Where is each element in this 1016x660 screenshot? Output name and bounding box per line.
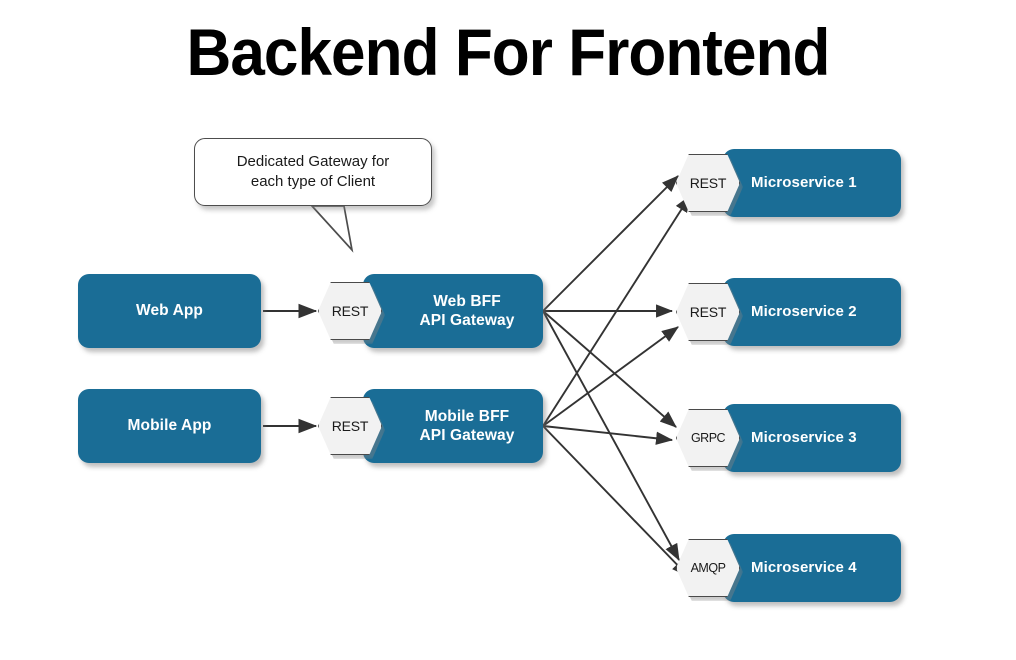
node-web-bff-line-1: Web BFF bbox=[433, 292, 501, 310]
node-web-app[interactable]: Web App bbox=[78, 274, 261, 348]
node-mobile-bff-line-2: API Gateway bbox=[419, 427, 515, 444]
node-mobile-app-label: Mobile App bbox=[127, 417, 212, 435]
callout-bubble: Dedicated Gateway for each type of Clien… bbox=[194, 138, 432, 206]
rest-hexagon-ms1-label: REST bbox=[689, 175, 727, 191]
node-microservice-1[interactable]: Microservice 1 bbox=[723, 149, 901, 217]
rest-hexagon-ms2[interactable]: REST bbox=[676, 283, 740, 341]
node-web-bff-gateway[interactable]: Web BFF API Gateway bbox=[363, 274, 543, 348]
edge-web-bff-to-ms3 bbox=[542, 310, 677, 428]
edge-web-bff-to-ms4 bbox=[542, 310, 680, 562]
node-microservice-4[interactable]: Microservice 4 bbox=[723, 534, 901, 602]
node-microservice-4-label: Microservice 4 bbox=[751, 558, 857, 576]
edge-mobile-bff-to-ms4 bbox=[542, 425, 689, 577]
node-mobile-app[interactable]: Mobile App bbox=[78, 389, 261, 463]
edge-mobile-bff-to-ms2 bbox=[542, 326, 679, 427]
rest-hexagon-ms1[interactable]: REST bbox=[676, 154, 740, 212]
rest-hexagon-web-bff-label: REST bbox=[331, 303, 369, 319]
node-mobile-bff-label: Mobile BFF API Gateway bbox=[419, 407, 514, 446]
page-title: Backend For Frontend bbox=[186, 15, 830, 89]
grpc-hexagon-ms3-label: GRPC bbox=[690, 431, 726, 445]
node-web-app-label: Web App bbox=[136, 302, 203, 320]
node-microservice-3[interactable]: Microservice 3 bbox=[723, 404, 901, 472]
rest-hexagon-mobile-bff[interactable]: REST bbox=[318, 397, 382, 455]
node-mobile-bff-line-1: Mobile BFF bbox=[424, 407, 510, 425]
edge-web-bff-to-ms1 bbox=[542, 175, 679, 312]
rest-hexagon-mobile-bff-label: REST bbox=[331, 418, 369, 434]
node-web-bff-line-2: API Gateway bbox=[419, 312, 515, 329]
rest-hexagon-ms2-label: REST bbox=[689, 304, 727, 320]
node-microservice-1-label: Microservice 1 bbox=[751, 173, 857, 191]
node-microservice-2-label: Microservice 2 bbox=[751, 302, 857, 320]
node-web-bff-label: Web BFF API Gateway bbox=[419, 292, 514, 331]
grpc-hexagon-ms3[interactable]: GRPC bbox=[676, 409, 740, 467]
amqp-hexagon-ms4-label: AMQP bbox=[690, 561, 726, 575]
node-microservice-3-label: Microservice 3 bbox=[751, 428, 857, 446]
amqp-hexagon-ms4[interactable]: AMQP bbox=[676, 539, 740, 597]
node-microservice-2[interactable]: Microservice 2 bbox=[723, 278, 901, 346]
callout-text: Dedicated Gateway for each type of Clien… bbox=[227, 152, 400, 192]
node-mobile-bff-gateway[interactable]: Mobile BFF API Gateway bbox=[363, 389, 543, 463]
edge-mobile-bff-to-ms1 bbox=[542, 195, 691, 427]
rest-hexagon-web-bff[interactable]: REST bbox=[318, 282, 382, 340]
callout-line-2: each type of Client bbox=[250, 173, 376, 190]
edge-mobile-bff-to-ms3 bbox=[542, 425, 674, 445]
callout-line-1: Dedicated Gateway for bbox=[236, 153, 390, 171]
